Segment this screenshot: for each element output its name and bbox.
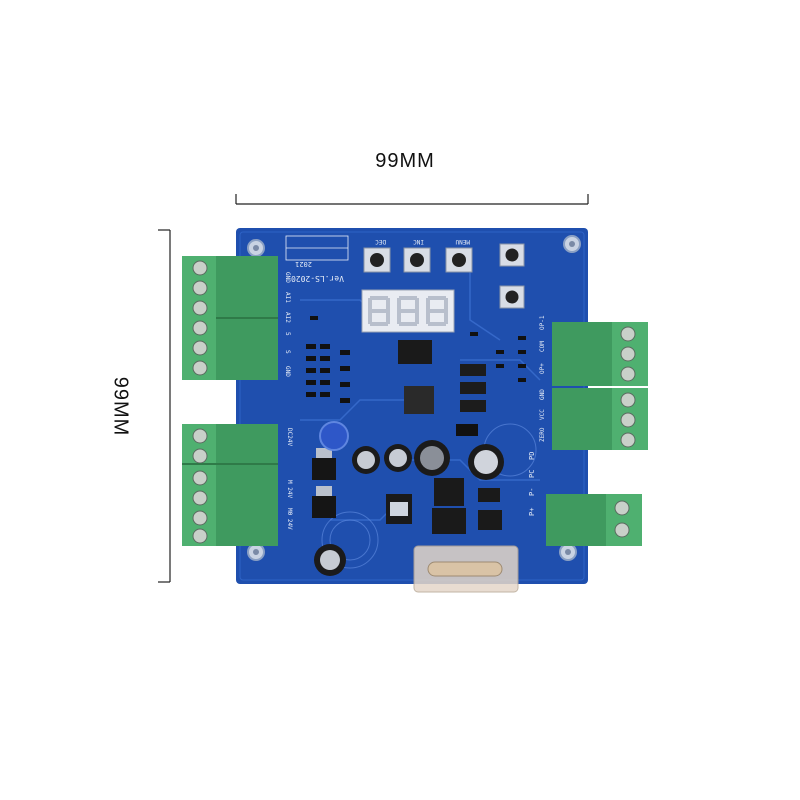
label-gnd-2: GND <box>284 366 291 377</box>
button-menu: MENU <box>445 238 473 273</box>
button-label-dec: DEC <box>375 238 386 245</box>
left-terminal-labels: GND AI1 AI2 5 S GND <box>284 272 291 377</box>
buzzer <box>319 421 349 451</box>
button-label-menu: MENU <box>455 238 470 245</box>
label-s: S <box>284 350 291 354</box>
label-dc24v: DC24V <box>286 428 293 446</box>
label-pd: PD <box>528 452 536 460</box>
fuse-holder <box>413 545 519 593</box>
button-dec: DEC <box>363 238 391 273</box>
right-terminal-block-lower <box>546 494 642 546</box>
label-m-24v: M 24V <box>286 480 293 498</box>
label-ai2: AI2 <box>284 312 291 323</box>
label-pc: PC <box>528 470 536 478</box>
label-gnd-1: GND <box>284 272 291 283</box>
silkscreen-year-grid: 2021 <box>285 235 349 268</box>
smd-components <box>306 316 526 403</box>
tactile-buttons: DEC INC MENU <box>363 238 525 309</box>
year-text: 2021 <box>295 260 312 268</box>
button-inc: INC <box>403 238 431 273</box>
label-p-minus: P- <box>528 488 536 496</box>
label-m0-24v: M0 24V <box>286 508 293 530</box>
integrated-circuits <box>398 340 502 534</box>
electrolytic-capacitors <box>314 440 504 576</box>
label-p-plus: P+ <box>528 508 536 516</box>
label-com: COM <box>539 341 546 352</box>
right-terminal-labels: OP-1 COM OP+ GND VCC ZERO <box>539 315 546 442</box>
right-terminal-block-middle <box>552 388 648 450</box>
label-gnd-3: GND <box>539 389 546 400</box>
power-transistors <box>312 448 412 524</box>
version-text: Ver.LS-2020 <box>291 274 344 283</box>
seven-segment-display <box>361 289 455 333</box>
width-dimension-line <box>235 194 589 205</box>
label-5: 5 <box>284 332 291 336</box>
left-terminal-block-upper <box>182 256 278 380</box>
label-zero: ZERO <box>539 427 546 442</box>
width-dimension-label: 99MM <box>375 150 435 172</box>
power-labels: DC24V M 24V M0 24V <box>286 428 293 530</box>
left-terminal-block-lower <box>182 424 278 546</box>
label-ai1: AI1 <box>284 292 291 303</box>
label-vcc: VCC <box>539 409 546 420</box>
right-terminal-block-upper <box>552 322 648 386</box>
button-label-inc: INC <box>413 238 424 245</box>
label-op1: OP-1 <box>539 315 546 330</box>
bottom-right-labels: P+ P- PC PD <box>528 452 536 516</box>
height-dimension-line <box>158 229 171 583</box>
label-op-plus: OP+ <box>539 363 546 374</box>
